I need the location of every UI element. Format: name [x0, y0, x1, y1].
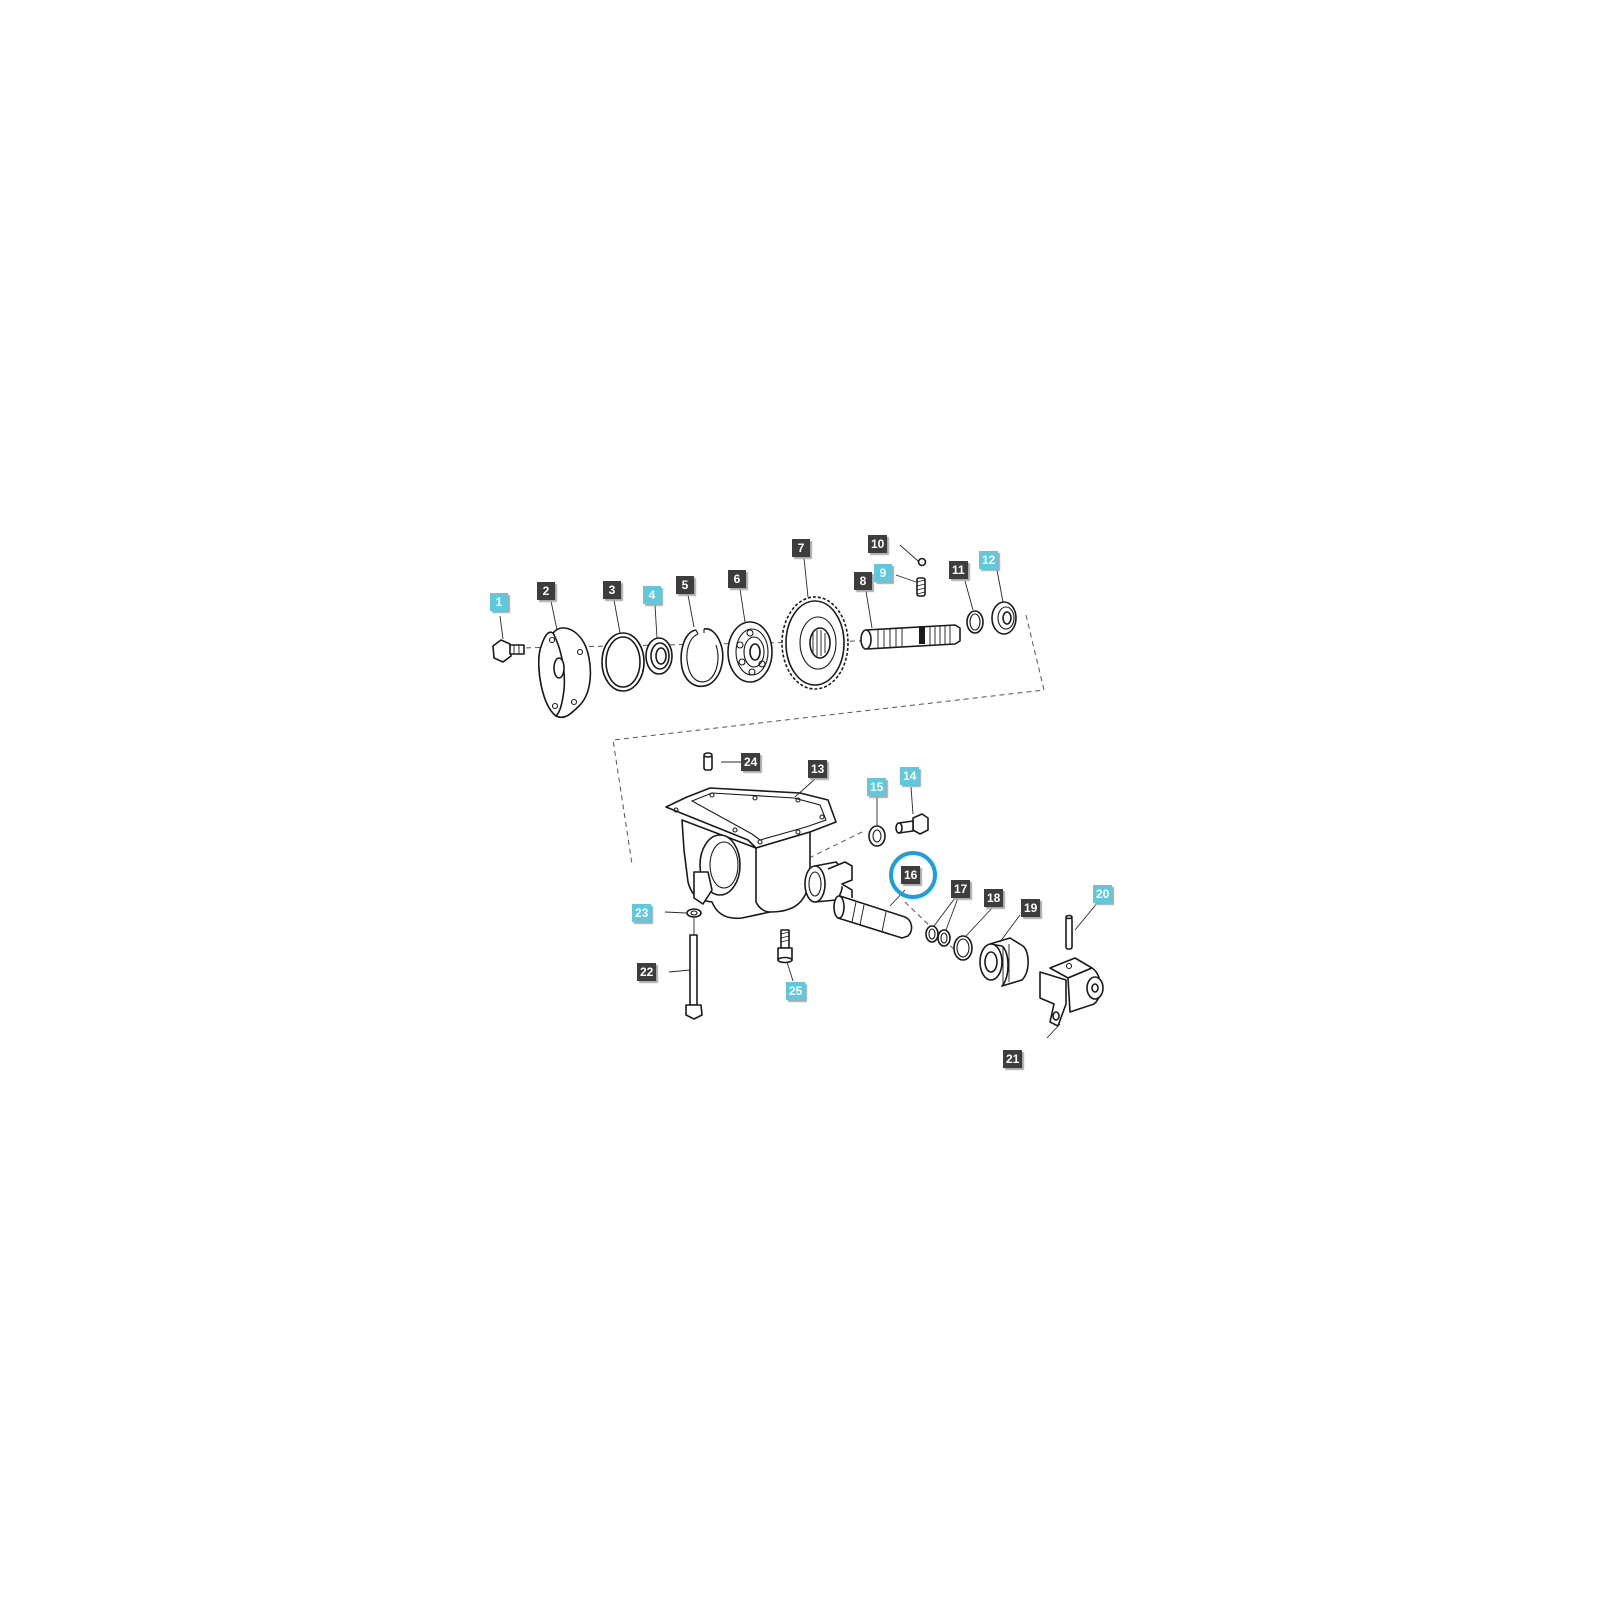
part-7-spur-gear[interactable]: [781, 596, 849, 690]
callout-12[interactable]: 12: [979, 551, 999, 569]
callout-13[interactable]: 13: [808, 760, 828, 778]
callout-20[interactable]: 20: [1093, 885, 1113, 903]
callout-17[interactable]: 17: [951, 880, 971, 898]
callout-10[interactable]: 10: [868, 535, 888, 553]
part-11-circlip[interactable]: [966, 610, 984, 634]
callout-14[interactable]: 14: [900, 767, 920, 785]
part-20-roll-pin[interactable]: [1065, 914, 1073, 950]
callout-1[interactable]: 1: [490, 593, 508, 611]
part-9-spring[interactable]: [916, 577, 926, 597]
part-23-washer[interactable]: [686, 908, 702, 918]
callout-18[interactable]: 18: [984, 889, 1004, 907]
callout-23[interactable]: 23: [632, 904, 652, 922]
callout-2[interactable]: 2: [537, 582, 555, 600]
part-3-o-ring[interactable]: [601, 632, 645, 692]
callout-22[interactable]: 22: [637, 963, 657, 981]
part-6-ball-bearing[interactable]: [727, 621, 773, 683]
part-4-seal[interactable]: [645, 637, 673, 675]
callout-21[interactable]: 21: [1003, 1050, 1023, 1068]
callout-8[interactable]: 8: [854, 572, 872, 590]
part-25-cap-screw[interactable]: [777, 929, 793, 964]
callout-19[interactable]: 19: [1021, 899, 1041, 917]
callout-9[interactable]: 9: [874, 564, 892, 582]
part-5-snap-ring[interactable]: [680, 628, 724, 688]
part-22-long-bolt[interactable]: [685, 934, 703, 1020]
part-15-washer[interactable]: [868, 825, 886, 847]
callout-11[interactable]: 11: [949, 561, 968, 579]
part-17-o-rings[interactable]: [925, 925, 951, 947]
part-21-shift-lever[interactable]: [1039, 957, 1104, 1027]
part-18-o-ring[interactable]: [953, 935, 973, 961]
part-8-splined-shaft[interactable]: [860, 624, 961, 650]
part-2-cover-plate[interactable]: [537, 627, 592, 719]
callout-24[interactable]: 24: [741, 753, 761, 771]
callout-7[interactable]: 7: [792, 539, 810, 557]
leader-lines: [499, 544, 1099, 1039]
part-13-gearbox-housing[interactable]: [665, 787, 844, 920]
callout-25[interactable]: 25: [786, 982, 806, 1000]
part-16-selector-shaft[interactable]: [827, 861, 913, 939]
part-24-dowel-pin[interactable]: [703, 752, 713, 771]
callout-15[interactable]: 15: [867, 778, 887, 796]
part-19-bushing[interactable]: [979, 937, 1029, 987]
part-12-bearing[interactable]: [991, 601, 1017, 635]
callout-5[interactable]: 5: [676, 576, 694, 594]
callout-16[interactable]: 16: [901, 866, 921, 884]
callout-3[interactable]: 3: [603, 581, 621, 599]
callout-6[interactable]: 6: [728, 570, 746, 588]
part-10-detent-ball[interactable]: [917, 557, 927, 567]
selected-part-highlight-ring: [889, 851, 937, 899]
part-14-plug[interactable]: [895, 813, 929, 835]
callout-4[interactable]: 4: [643, 586, 661, 604]
part-1-bolt[interactable]: [492, 639, 525, 663]
